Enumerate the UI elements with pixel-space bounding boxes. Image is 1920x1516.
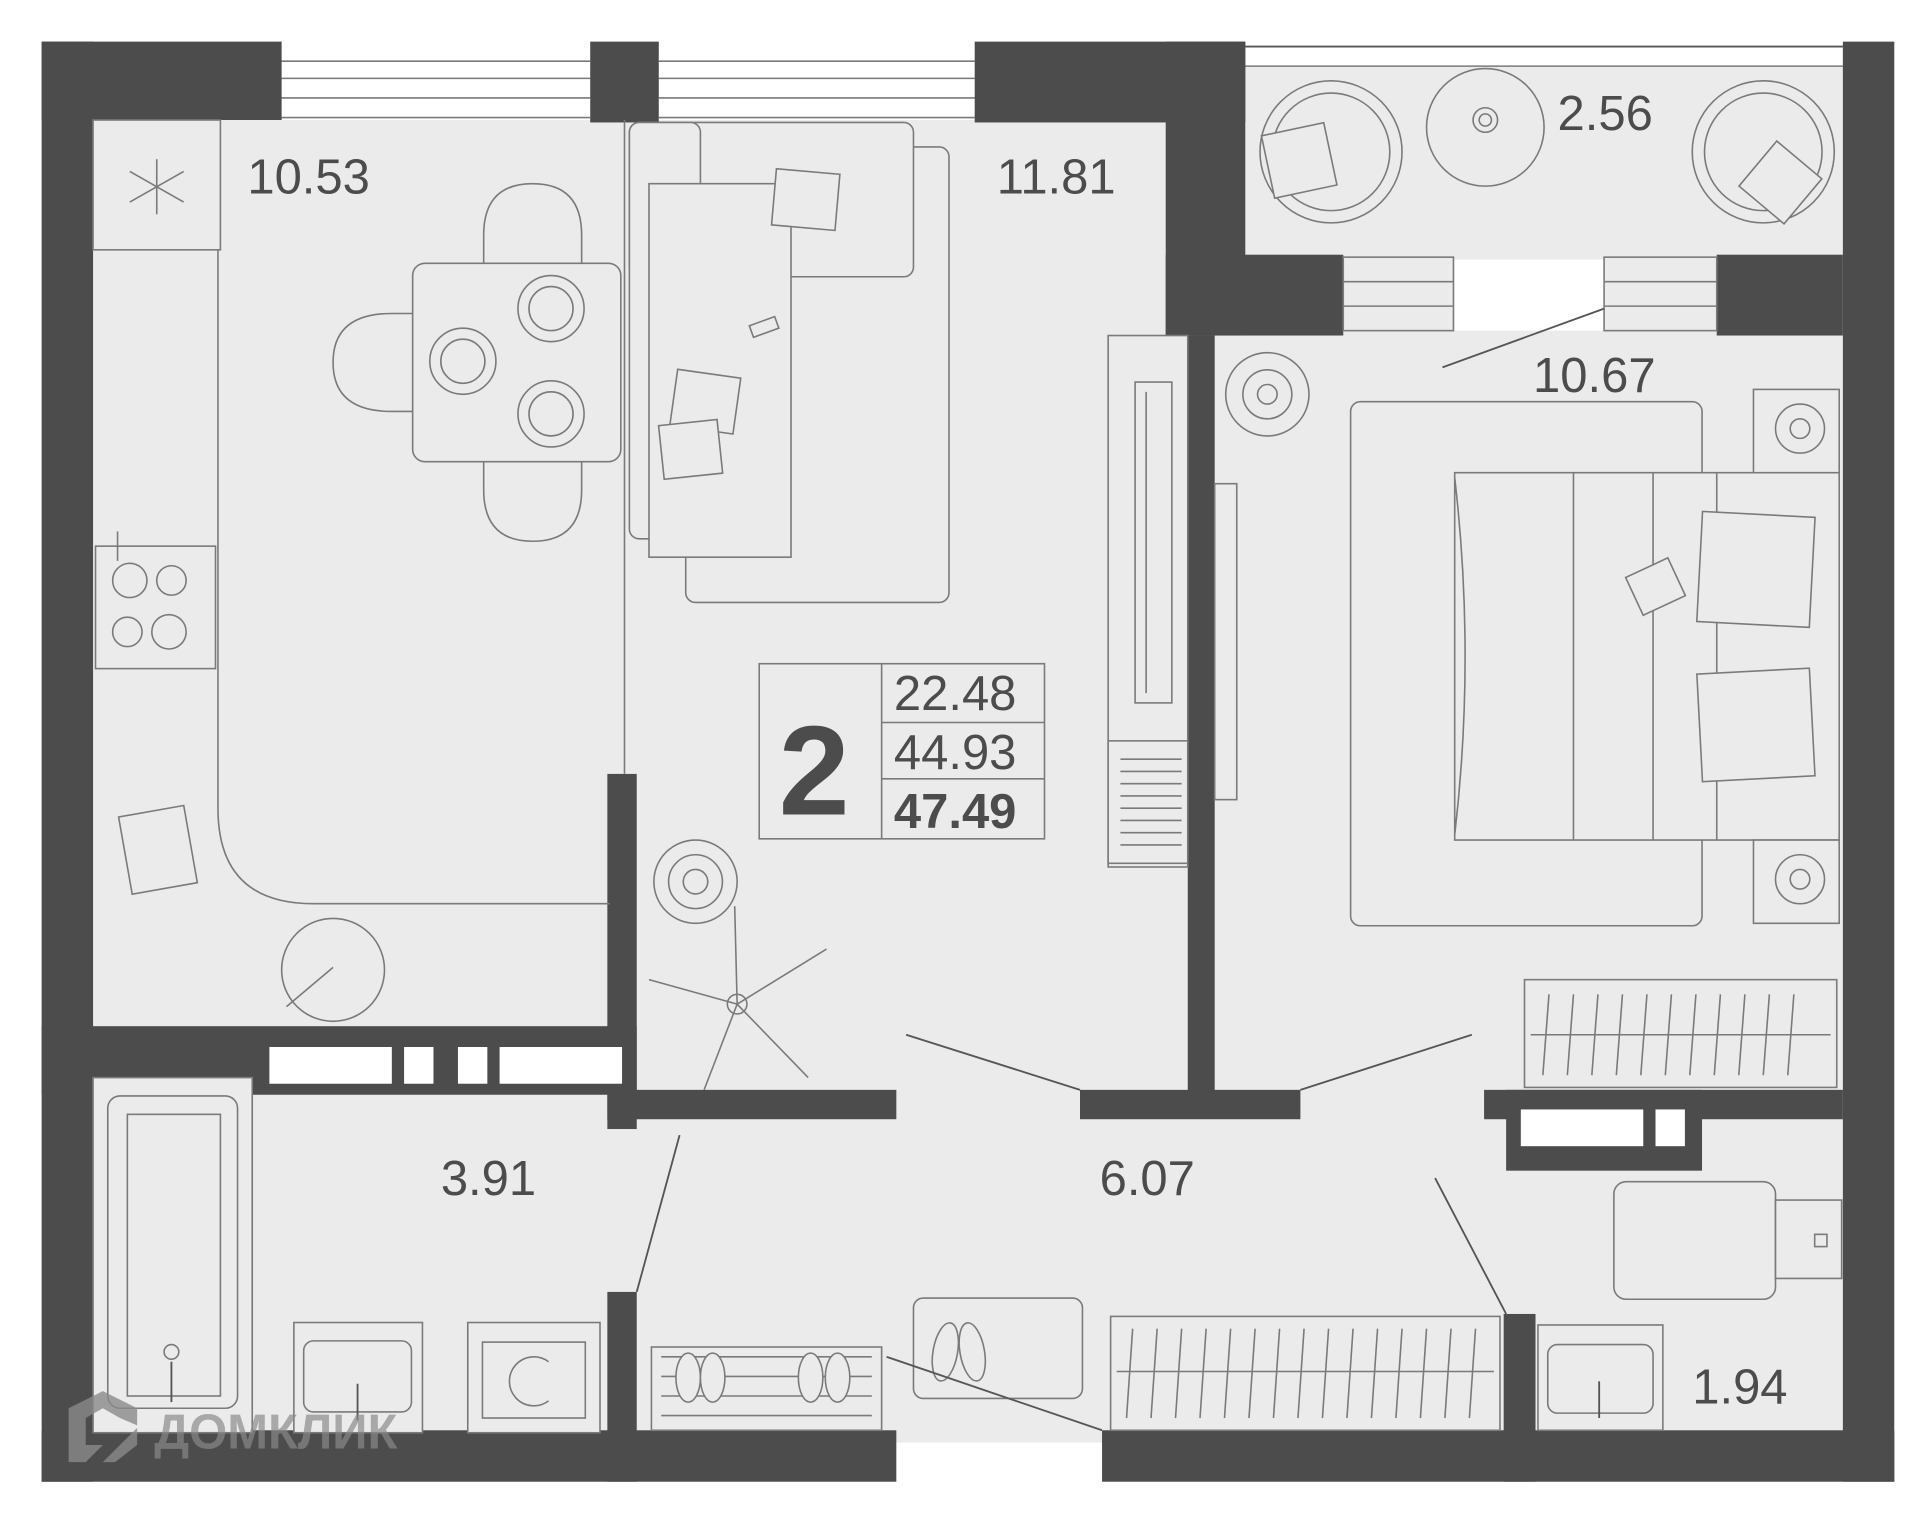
domclick-logo-icon xyxy=(68,1391,138,1463)
living-room-area-label: 11.81 xyxy=(997,150,1116,204)
vent-shafts xyxy=(269,1046,1685,1147)
walls xyxy=(41,41,1895,1482)
bathroom-area-label: 3.91 xyxy=(441,1152,536,1206)
living-room xyxy=(623,120,1473,1091)
kitchen xyxy=(92,119,622,1023)
bedroom-area-label: 10.67 xyxy=(1533,349,1656,403)
plant-icon xyxy=(653,839,738,925)
watermark-text: ДОМКЛИК xyxy=(154,1406,397,1460)
total-area-without-balcony-value: 44.93 xyxy=(894,726,1017,780)
living-area-value: 22.48 xyxy=(894,667,1017,721)
palm-plant-icon xyxy=(648,906,827,1091)
kitchen-area-label: 10.53 xyxy=(247,150,370,204)
hallway xyxy=(650,1177,1507,1432)
bedroom xyxy=(1213,351,1840,1089)
plant-icon xyxy=(1224,351,1310,437)
watermark: ДОМКЛИК xyxy=(68,1391,397,1463)
total-area-value: 47.49 xyxy=(894,785,1017,839)
balcony-area-label: 2.56 xyxy=(1558,87,1653,141)
toilet-area-label: 1.94 xyxy=(1692,1360,1787,1414)
hallway-area-label: 6.07 xyxy=(1100,1152,1195,1206)
balcony xyxy=(1259,67,1836,369)
bathroom xyxy=(92,1076,681,1434)
windows xyxy=(281,44,1843,121)
apartment-summary xyxy=(758,662,1046,840)
rooms-count: 2 xyxy=(779,699,850,841)
toilet-room xyxy=(1537,1180,1843,1432)
